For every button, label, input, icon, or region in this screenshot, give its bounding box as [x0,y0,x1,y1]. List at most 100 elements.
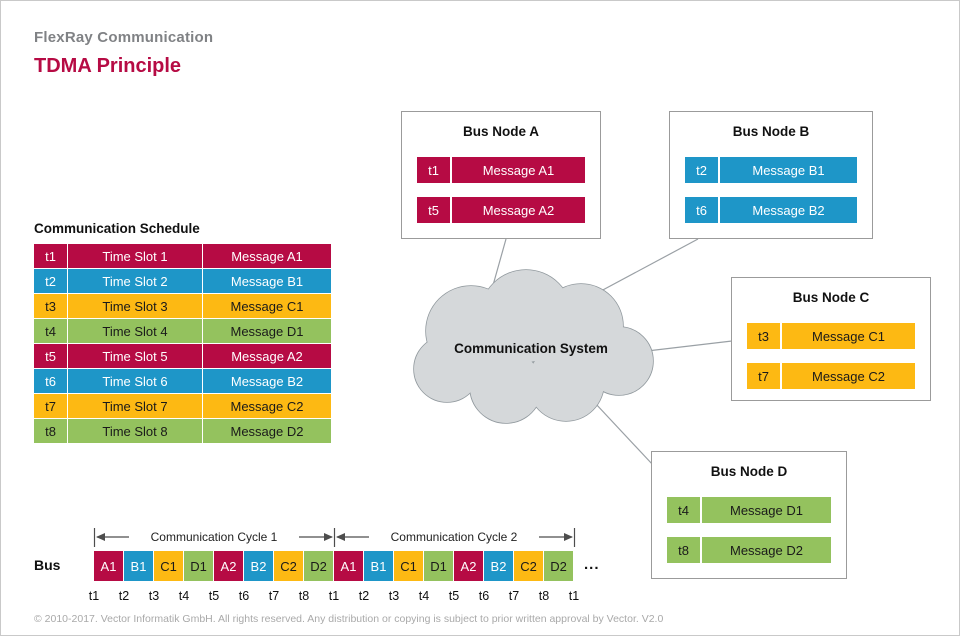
bus-node-b-box: Bus Node B t2 Message B1 t6 Message B2 [669,111,873,239]
slot-id-cell: t7 [34,394,67,418]
arrowheads [96,533,573,541]
message-cell: Message A2 [203,344,331,368]
tick-label: t6 [238,589,250,603]
bus-segment: B1 [124,551,153,581]
slot-id-cell: t2 [34,269,67,293]
bus-segment: B2 [484,551,513,581]
tick-label: t3 [148,589,160,603]
schedule-title: Communication Schedule [34,221,200,236]
message-cell: Message C1 [782,323,915,349]
schedule-row: t5 Time Slot 5 Message A2 [34,344,331,368]
message-cell: Message B2 [720,197,857,223]
slot-id-cell: t6 [685,197,718,223]
time-slot-cell: Time Slot 2 [68,269,202,293]
tick-label: t1 [568,589,580,603]
node-message-list: t2 Message B1 t6 Message B2 [670,157,872,223]
time-slot-cell: Time Slot 6 [68,369,202,393]
node-message-row: t2 Message B1 [685,157,857,183]
time-slot-cell: Time Slot 3 [68,294,202,318]
bus-segment: D2 [544,551,573,581]
bus-segment: D2 [304,551,333,581]
slot-id-cell: t3 [34,294,67,318]
bus-label: Bus [34,557,61,573]
bus-segment: C2 [274,551,303,581]
message-cell: Message A1 [452,157,585,183]
message-cell: Message B2 [203,369,331,393]
slot-id-cell: t5 [34,344,67,368]
tick-label: t7 [508,589,520,603]
time-slot-cell: Time Slot 5 [68,344,202,368]
message-cell: Message A1 [203,244,331,268]
tick-label: t5 [448,589,460,603]
copyright-note: © 2010-2017. Vector Informatik GmbH. All… [34,613,664,625]
bus-segment: D1 [184,551,213,581]
cycle-1-label: Communication Cycle 1 [129,530,299,545]
bus-segment: A2 [454,551,483,581]
bus-segment: A1 [334,551,363,581]
schedule-row: t7 Time Slot 7 Message C2 [34,394,331,418]
tick-label: t1 [328,589,340,603]
tick-label: t3 [388,589,400,603]
schedule-row: t2 Time Slot 2 Message B1 [34,269,331,293]
node-message-row: t8 Message D2 [667,537,831,563]
message-cell: Message C2 [203,394,331,418]
bus-continuation-ellipsis: ... [584,556,600,573]
bus-segment: C1 [394,551,423,581]
schedule-table: t1 Time Slot 1 Message A1 t2 Time Slot 2… [34,244,331,443]
node-message-row: t4 Message D1 [667,497,831,523]
message-cell: Message D1 [702,497,831,523]
slot-id-cell: t4 [34,319,67,343]
tick-label: t8 [538,589,550,603]
slot-id-cell: t4 [667,497,700,523]
bus-segment: A2 [214,551,243,581]
message-cell: Message D2 [702,537,831,563]
slot-id-cell: t5 [417,197,450,223]
slot-id-cell: t1 [34,244,67,268]
time-slot-cell: Time Slot 8 [68,419,202,443]
node-message-row: t7 Message C2 [747,363,915,389]
node-message-row: t5 Message A2 [417,197,585,223]
schedule-row: t3 Time Slot 3 Message C1 [34,294,331,318]
tick-label: t5 [208,589,220,603]
slot-id-cell: t2 [685,157,718,183]
cloud-label: Communication System [454,341,608,356]
schedule-row: t1 Time Slot 1 Message A1 [34,244,331,268]
time-slot-cell: Time Slot 1 [68,244,202,268]
bus-bar: A1 B1 C1 D1 A2 B2 C2 D2 A1 B1 C1 D1 A2 B… [94,551,573,581]
slot-id-cell: t3 [747,323,780,349]
node-message-list: t3 Message C1 t7 Message C2 [732,323,930,389]
bus-segment: A1 [94,551,123,581]
schedule-row: t6 Time Slot 6 Message B2 [34,369,331,393]
node-title: Bus Node C [792,290,870,305]
message-cell: Message C2 [782,363,915,389]
tick-label: t4 [178,589,190,603]
time-slot-cell: Time Slot 7 [68,394,202,418]
schedule-row: t4 Time Slot 4 Message D1 [34,319,331,343]
node-message-row: t6 Message B2 [685,197,857,223]
tick-label: t6 [478,589,490,603]
node-title: Bus Node A [462,124,539,139]
tick-label: t2 [118,589,130,603]
tick-label: t2 [358,589,370,603]
page-title: TDMA Principle [34,55,182,77]
tick-label: t8 [298,589,310,603]
slot-id-cell: t7 [747,363,780,389]
message-cell: Message B1 [720,157,857,183]
schedule-row: t8 Time Slot 8 Message D2 [34,419,331,443]
slot-id-cell: t1 [417,157,450,183]
bus-node-a-box: Bus Node A t1 Message A1 t5 Message A2 [401,111,601,239]
node-title: Bus Node D [710,464,788,479]
node-title: Bus Node B [732,124,810,139]
bus-segment: B2 [244,551,273,581]
message-cell: Message A2 [452,197,585,223]
tick-label: t7 [268,589,280,603]
node-message-row: t3 Message C1 [747,323,915,349]
slot-id-cell: t8 [667,537,700,563]
cycle-2-label: Communication Cycle 2 [369,530,539,545]
tick-label: t1 [88,589,100,603]
bus-segment: B1 [364,551,393,581]
page-subtitle: FlexRay Communication [34,29,214,46]
bus-node-d-box: Bus Node D t4 Message D1 t8 Message D2 [651,451,847,579]
bus-segment: C1 [154,551,183,581]
